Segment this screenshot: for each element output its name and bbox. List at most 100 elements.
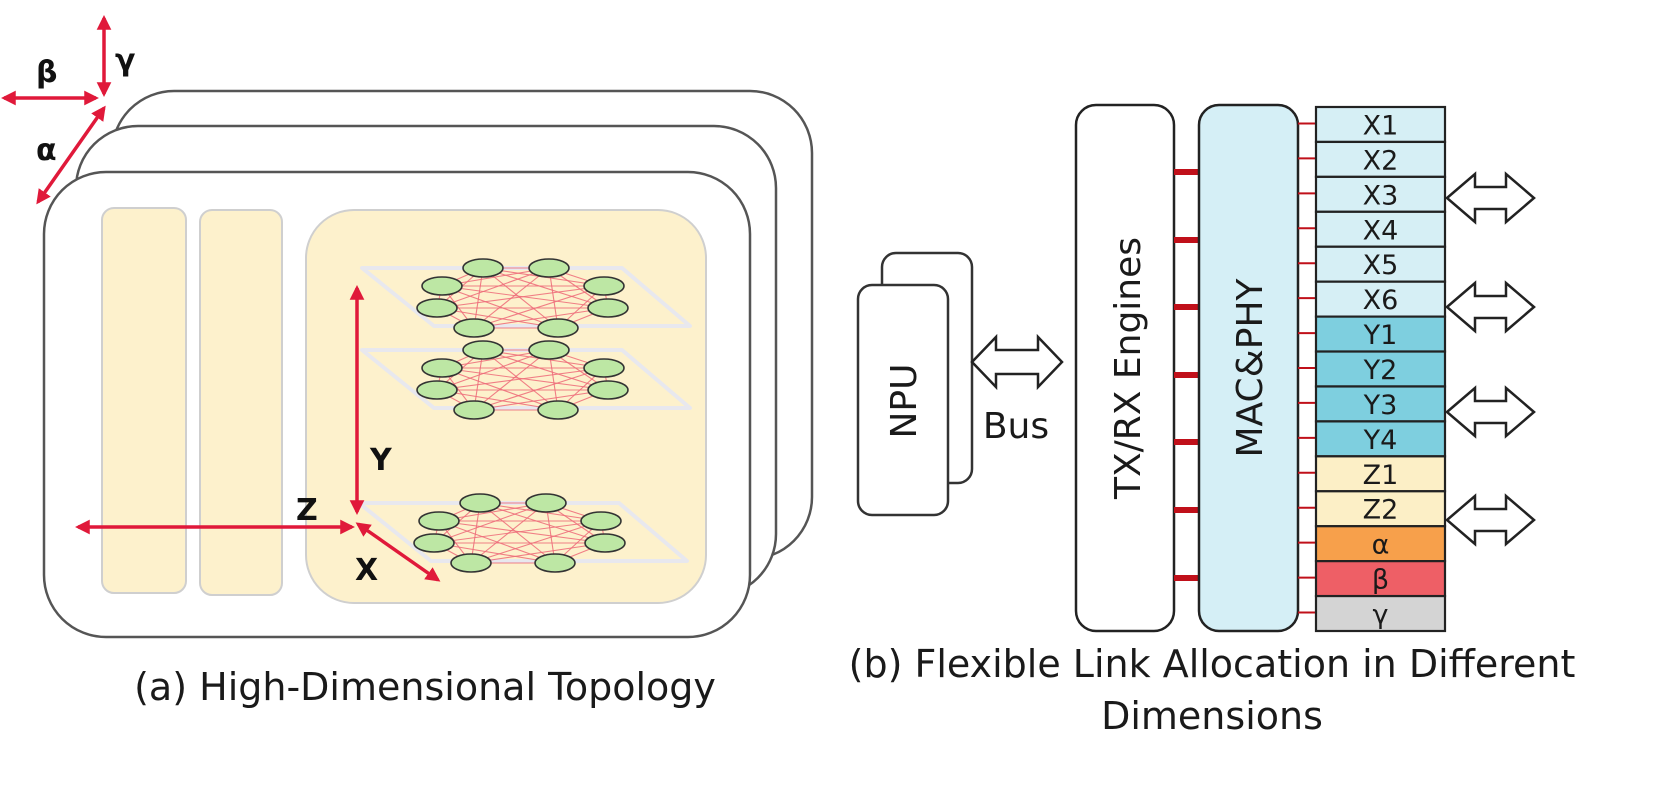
mesh-node <box>450 553 492 573</box>
external-link-arrow <box>1445 493 1536 547</box>
mesh-layer <box>357 493 689 573</box>
mesh-link <box>473 349 484 411</box>
mesh-node <box>453 318 495 338</box>
caption-b-line2: Dimensions <box>1101 694 1323 738</box>
mesh-link <box>438 520 556 564</box>
mesh-node <box>583 276 625 296</box>
port-cell <box>1314 560 1447 598</box>
mesh-link <box>548 349 559 411</box>
port-cell <box>1314 490 1447 528</box>
mesh-node <box>413 533 455 553</box>
mesh-node <box>528 340 570 360</box>
port-cell <box>1314 350 1447 388</box>
right-panel: NPU Bus TX/RX Engines MAC&PHY X1X2X3X4X5… <box>849 103 1576 738</box>
mesh-link <box>473 389 609 411</box>
mesh-node <box>459 493 501 513</box>
mesh-link <box>436 267 550 309</box>
mesh-link <box>441 285 609 309</box>
mesh-link <box>548 267 559 329</box>
mesh-link <box>473 367 605 411</box>
port-label: Y4 <box>1363 425 1398 456</box>
mesh-link <box>433 520 602 544</box>
axis-x-arrow <box>355 522 441 582</box>
port-label: X1 <box>1363 110 1399 141</box>
port-connectors <box>1298 122 1316 614</box>
port-label: γ <box>1373 600 1389 631</box>
module-column-2 <box>199 209 283 596</box>
axis-alpha-label: α <box>36 133 57 168</box>
mesh-link <box>473 267 484 329</box>
port-cell <box>1314 315 1447 353</box>
mesh-node <box>462 340 504 360</box>
port-cell <box>1314 594 1447 633</box>
port-label: α <box>1372 530 1390 561</box>
mac-phy-label: MAC&PHY <box>1230 277 1271 457</box>
mesh-node <box>584 533 626 553</box>
mesh-node <box>418 511 460 531</box>
mesh-link <box>436 349 550 391</box>
port-label: β <box>1372 565 1389 596</box>
port-cell <box>1314 105 1447 144</box>
mesh-node <box>453 400 495 420</box>
mesh-layer <box>360 258 692 338</box>
external-link-arrow <box>1445 385 1536 439</box>
port-label: Z2 <box>1363 495 1399 526</box>
mesh-node <box>416 298 458 318</box>
mesh-node <box>462 258 504 278</box>
txrx-engines-block <box>1074 103 1176 633</box>
port-label: X2 <box>1363 145 1399 176</box>
port-label: Y2 <box>1363 355 1398 386</box>
mesh-link <box>438 520 606 544</box>
axis-alpha-arrow <box>36 105 106 205</box>
bus-arrow <box>970 333 1064 391</box>
mesh-layers <box>357 258 692 573</box>
mesh-node <box>528 258 570 278</box>
axis-gamma-label: γ <box>115 43 135 78</box>
axis-beta-label: β <box>36 55 57 90</box>
axis-x-label: X <box>355 553 378 588</box>
caption-b-line1: (b) Flexible Link Allocation in Differen… <box>849 642 1576 686</box>
mesh-link <box>473 307 609 329</box>
mesh-node <box>587 298 629 318</box>
mesh-link <box>436 389 559 411</box>
port-label: X6 <box>1363 285 1399 316</box>
mesh-layer <box>360 340 692 420</box>
mesh-link <box>545 502 556 564</box>
mesh-link <box>479 502 556 564</box>
mesh-node <box>537 400 579 420</box>
port-cell <box>1314 175 1447 213</box>
port-label: Y1 <box>1363 320 1398 351</box>
mesh-node <box>583 358 625 378</box>
port-cell <box>1314 280 1447 318</box>
mesh-link <box>441 285 559 329</box>
mesh-node <box>416 380 458 400</box>
mesh-link <box>436 307 559 329</box>
port-cell <box>1314 140 1447 178</box>
mesh-node <box>525 493 567 513</box>
mesh-link <box>470 542 606 564</box>
mesh-node <box>537 318 579 338</box>
mesh-link <box>470 520 602 564</box>
mesh-node <box>534 553 576 573</box>
mesh-link <box>473 285 605 329</box>
mesh-link <box>436 285 605 309</box>
npu-label: NPU <box>884 364 925 439</box>
external-link-arrows <box>1445 171 1536 547</box>
port-label: X3 <box>1363 180 1399 211</box>
port-cell <box>1314 420 1447 458</box>
mesh-link <box>441 367 609 391</box>
bus-label: Bus <box>983 406 1049 447</box>
mesh-link <box>441 367 559 411</box>
port-label: X5 <box>1363 250 1399 281</box>
port-cell <box>1314 455 1447 493</box>
npu-card-front <box>856 283 950 517</box>
port-label: Y3 <box>1363 390 1398 421</box>
mesh-link <box>433 542 556 564</box>
port-label: X4 <box>1363 215 1399 246</box>
mesh-node <box>580 511 622 531</box>
mesh-node <box>587 380 629 400</box>
external-link-arrow <box>1445 280 1536 334</box>
axis-y-label: Y <box>369 443 393 478</box>
external-link-arrow <box>1445 171 1536 225</box>
